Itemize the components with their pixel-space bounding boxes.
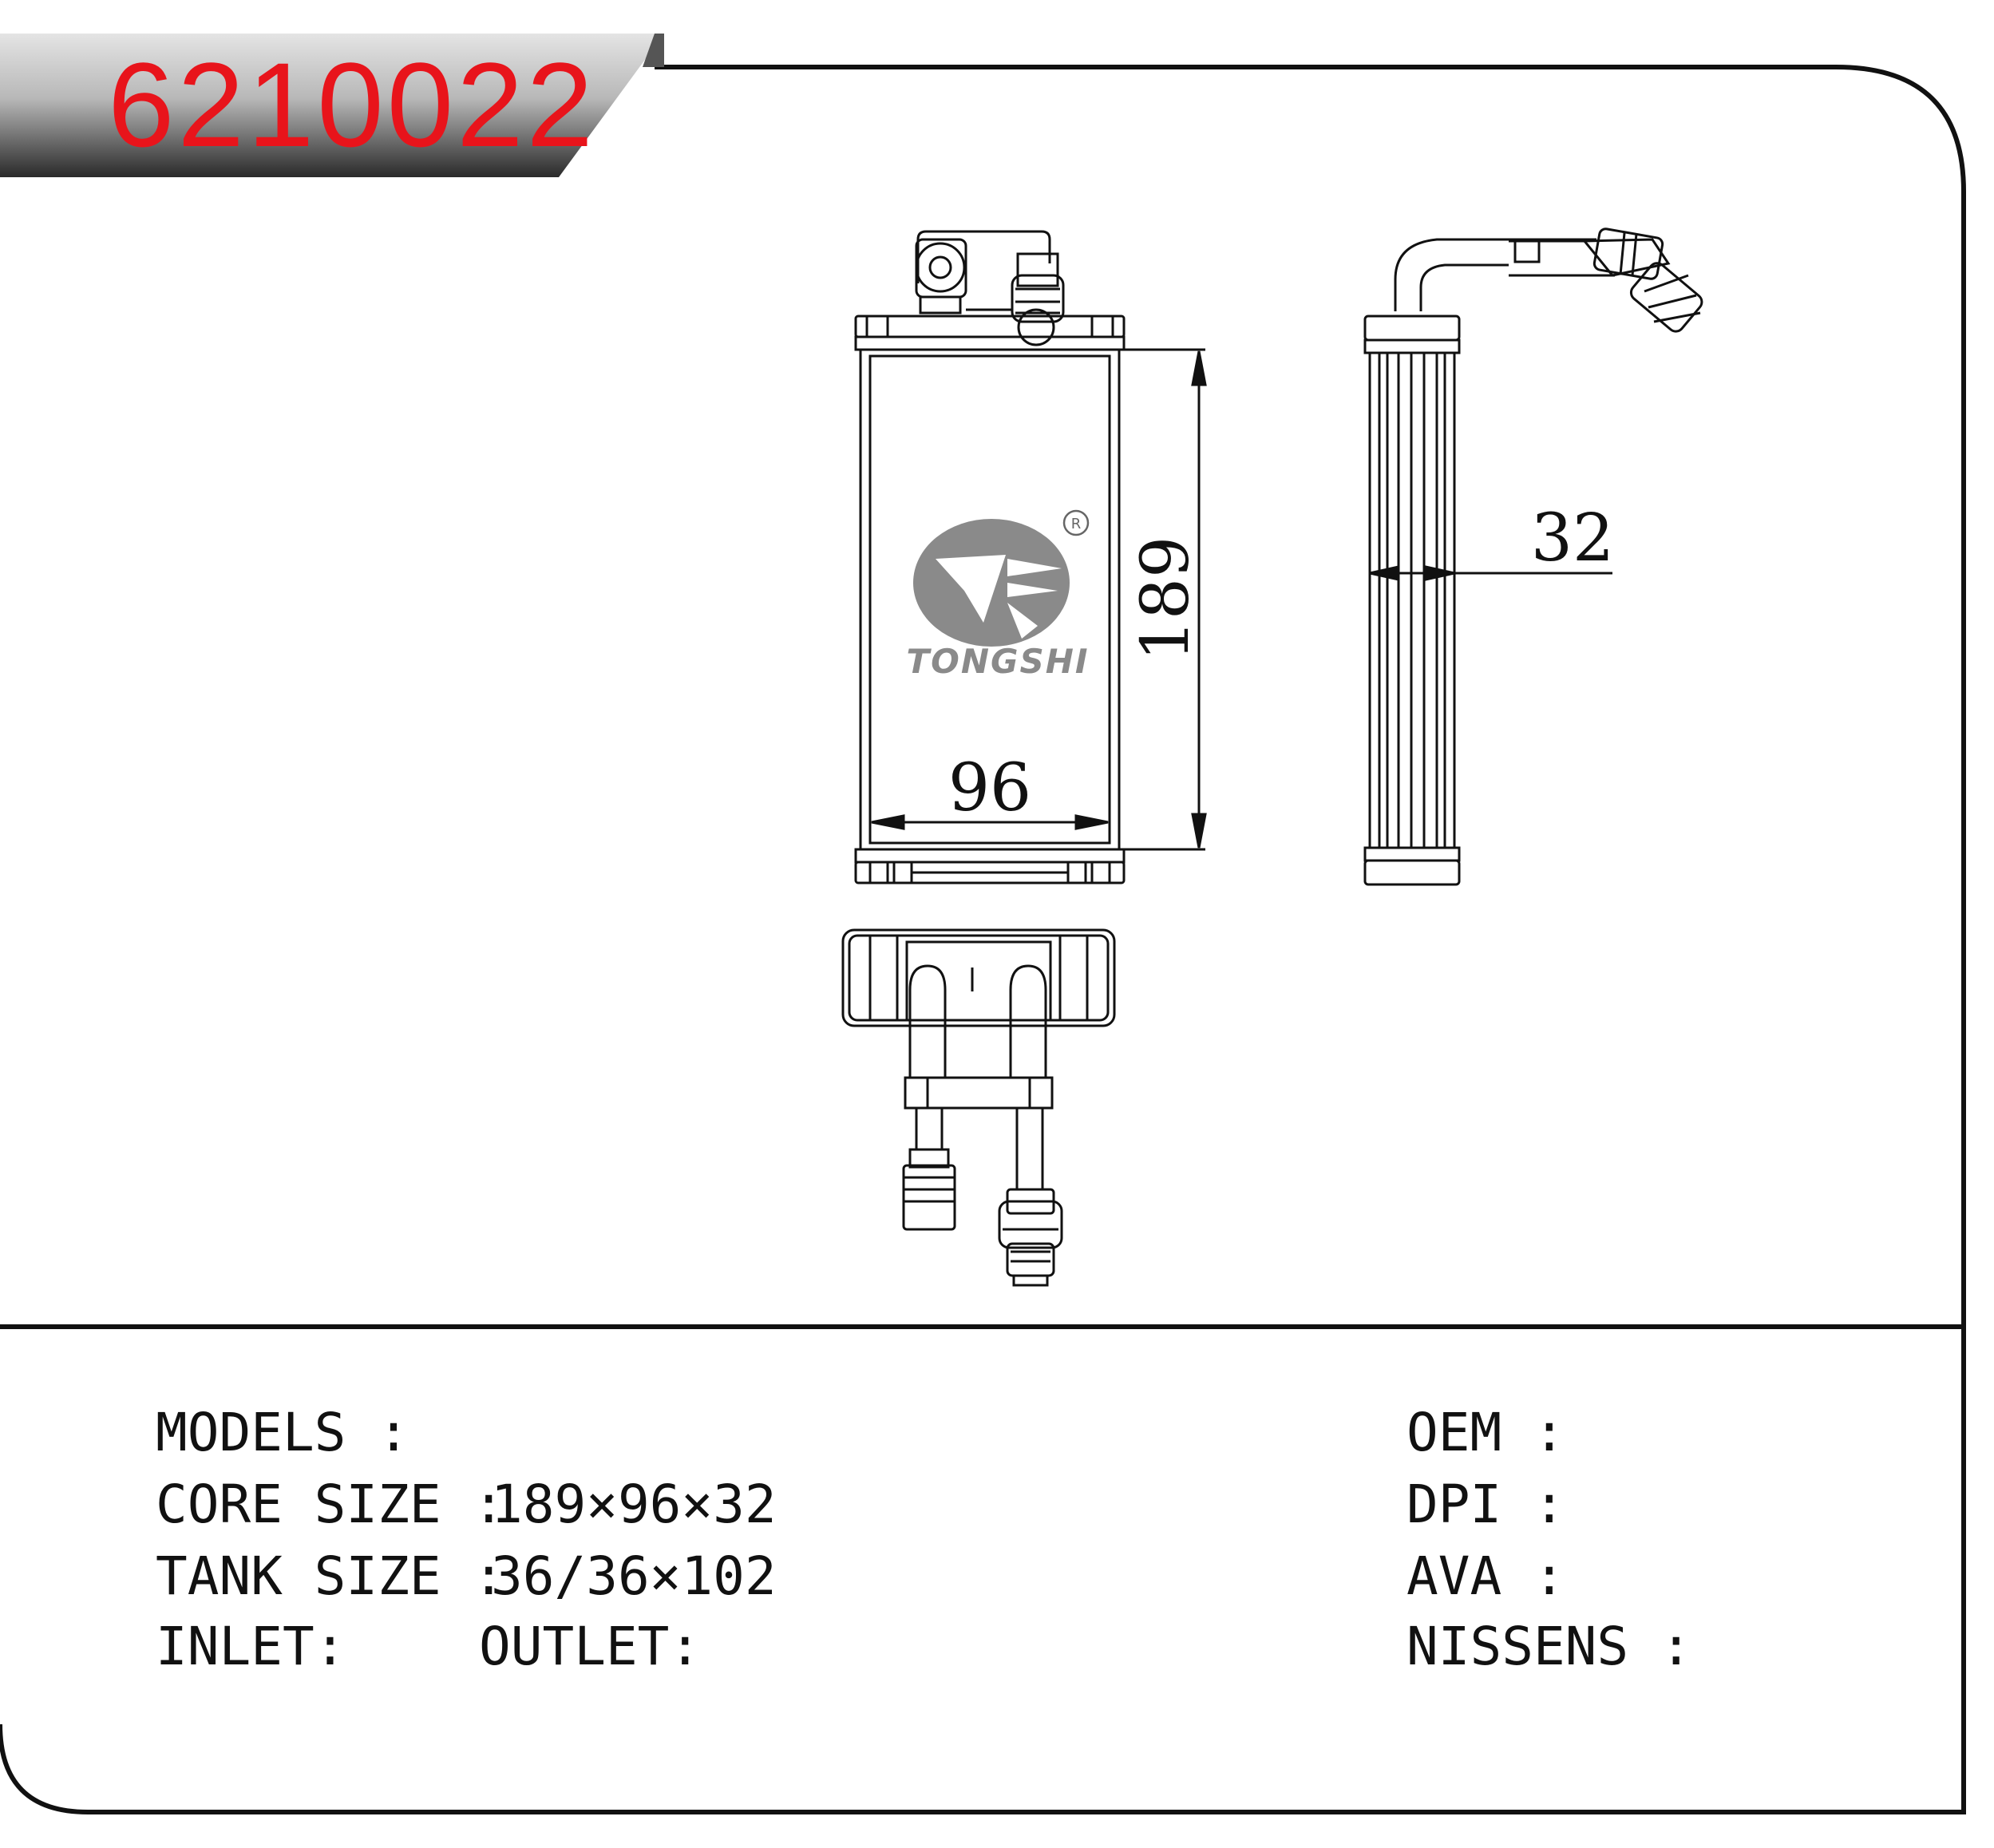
part-number-banner [0, 34, 664, 177]
dpi-label: DPI : [1406, 1474, 1565, 1535]
width-dimension [871, 814, 1109, 830]
part-number: 6210022 [108, 38, 596, 172]
bottom-view [841, 928, 1116, 1287]
front-view [854, 230, 1126, 884]
width-label: 96 [948, 750, 1031, 826]
tongshi-logo: R TONGSHI [906, 509, 1090, 681]
ava-label: AVA : [1406, 1545, 1565, 1607]
nissens-label: NISSENS : [1406, 1616, 1692, 1677]
outlet-label: OUTLET: [479, 1616, 702, 1677]
inlet-label: INLET: [156, 1616, 346, 1677]
depth-label: 32 [1531, 501, 1614, 576]
brand-name: TONGSHI [906, 642, 1089, 681]
core-size-label: CORE SIZE : [156, 1474, 505, 1535]
banner-edge [643, 34, 664, 67]
side-view [1363, 228, 1703, 886]
height-dimension [1124, 348, 1207, 851]
registered-icon [1062, 509, 1090, 536]
registered-mark: R [1071, 516, 1082, 532]
oem-label: OEM : [1406, 1402, 1565, 1463]
depth-dimension [1369, 565, 1612, 581]
tank-size-value: 36/36×102 [491, 1545, 777, 1607]
models-label: MODELS : [156, 1402, 409, 1463]
tank-size-label: TANK SIZE : [156, 1545, 505, 1607]
sheet-border [0, 65, 1966, 1814]
core-size-value: 189×96×32 [491, 1474, 777, 1535]
height-label: 189 [1128, 536, 1204, 662]
